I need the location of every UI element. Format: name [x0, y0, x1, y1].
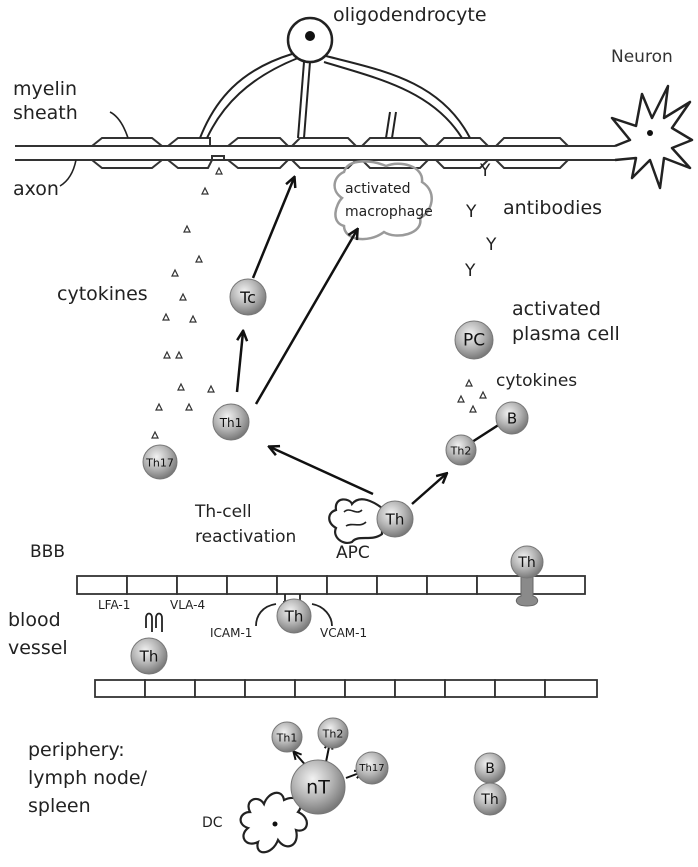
cns-arrows: [237, 178, 446, 504]
oligodendrocyte-cell: [200, 18, 470, 138]
label-bbb: BBB: [30, 544, 65, 561]
label-blood-vessel-line2: vessel: [8, 639, 68, 658]
cell-label-th-crossing: Th: [285, 610, 304, 625]
cell-label-nt: nT: [306, 779, 330, 798]
arrow-th-to-th2: [412, 474, 446, 504]
label-plasma-cell-line1: activated: [512, 300, 601, 319]
cell-label-tc: Tc: [240, 290, 256, 306]
apc-shape: [329, 499, 382, 543]
label-th-reactivation-line1: Th-cell: [195, 504, 252, 521]
antibody-glyph-2: Y: [466, 204, 476, 221]
label-vla4: VLA-4: [170, 599, 205, 611]
cell-label-b-periph: B: [485, 762, 495, 776]
cell-label-th1-cns: Th1: [220, 417, 243, 429]
axon-with-myelin: [15, 138, 615, 168]
antibody-glyph-1: Y: [480, 163, 490, 180]
arrow-th1-to-tc: [237, 332, 243, 392]
label-blood-vessel-line1: blood: [8, 611, 61, 630]
label-dc: DC: [202, 816, 223, 830]
cytokines-right-triangles: [458, 380, 486, 412]
cell-label-th-periph: Th: [481, 793, 498, 807]
label-plasma-cell-line2: plasma cell: [512, 325, 620, 344]
cell-label-th-apc: Th: [386, 513, 405, 528]
antibody-glyph-3: Y: [486, 237, 496, 254]
activated-macrophage-shape: [335, 161, 432, 239]
arrow-th1-to-macrophage: [256, 230, 357, 404]
cell-label-pc: PC: [463, 333, 485, 350]
antibody-glyph-4: Y: [465, 263, 475, 280]
arrow-th-to-th1: [270, 447, 373, 494]
arrow-tc-to-myelin: [253, 178, 294, 278]
label-periphery-line2: lymph node/: [28, 769, 147, 788]
cell-label-th17-periph: Th17: [359, 764, 384, 774]
label-cytokines-left: cytokines: [57, 285, 148, 304]
label-icam1: ICAM-1: [210, 627, 252, 639]
label-neuron: Neuron: [611, 49, 673, 66]
label-lfa1: LFA-1: [98, 599, 130, 611]
label-oligodendrocyte: oligodendrocyte: [333, 6, 487, 25]
label-apc: APC: [336, 545, 370, 562]
vessel-lower-wall: [95, 680, 597, 697]
cell-label-th1-periph: Th1: [277, 733, 298, 744]
label-myelin-line1: myelin: [13, 80, 77, 99]
cell-label-th-vessel: Th: [140, 650, 159, 665]
label-periphery-line3: spleen: [28, 797, 91, 816]
label-th-reactivation-line2: reactivation: [195, 529, 296, 546]
label-macrophage-line2: macrophage: [345, 205, 433, 219]
label-antibodies: antibodies: [503, 199, 602, 218]
cell-label-b-cns: B: [507, 412, 517, 427]
th2-b-link: [472, 424, 500, 442]
cell-label-th2-periph: Th2: [323, 729, 344, 740]
label-macrophage-line1: activated: [345, 182, 411, 196]
cell-label-th-bbb: Th: [518, 556, 535, 570]
label-periphery-line1: periphery:: [28, 741, 125, 760]
neuron-cell: [612, 86, 692, 188]
bbb-upper-wall: [77, 576, 585, 594]
label-vcam1: VCAM-1: [320, 627, 367, 639]
label-axon: axon: [13, 180, 59, 199]
label-cytokines-right: cytokines: [496, 373, 577, 390]
cytokines-left-triangles: [152, 168, 222, 438]
label-myelin-line2: sheath: [13, 104, 78, 123]
cell-label-th17-cns: Th17: [146, 458, 174, 469]
cell-label-th2-cns: Th2: [451, 446, 472, 457]
